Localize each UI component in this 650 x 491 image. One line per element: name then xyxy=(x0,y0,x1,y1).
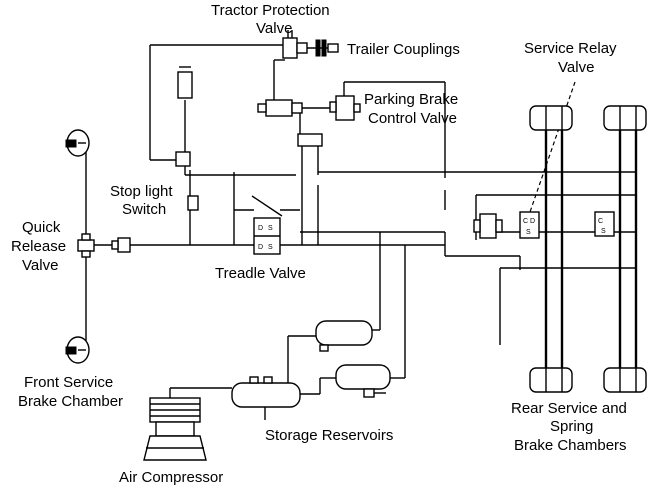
stop-light-switch-assembly xyxy=(175,66,199,211)
relay-port-s: S xyxy=(526,229,531,236)
air-compressor xyxy=(143,397,207,461)
reservoir-upper xyxy=(315,320,373,352)
treadle-valve-label: Treadle Valve xyxy=(215,265,306,282)
tractor-protection-valve xyxy=(282,37,339,59)
double-check-valve xyxy=(297,133,323,147)
rear-brake-chamber-bottom-left xyxy=(529,367,573,393)
service-relay-valve-label-2: Valve xyxy=(558,59,594,76)
rear-service-spring-brake-chambers-label-3: Brake Chambers xyxy=(514,437,627,454)
quick-release-valve-label-2: Release xyxy=(11,238,66,255)
relay-port-c: C xyxy=(523,218,528,225)
quick-release-valve-label-3: Valve xyxy=(22,257,58,274)
secondary-relay-valve: C S xyxy=(594,211,615,237)
service-relay-valve: C D S xyxy=(519,211,540,239)
treadle-port-s-2: S xyxy=(268,244,273,251)
parking-brake-control-valve xyxy=(329,95,361,121)
relay2-port-c: C xyxy=(598,218,603,225)
reservoir-middle xyxy=(335,364,391,398)
front-service-brake-chamber-label-2: Brake Chamber xyxy=(18,393,123,410)
parking-brake-control-valve-label-1: Parking Brake xyxy=(364,91,458,108)
spring-brake-relay-valve xyxy=(473,213,503,239)
rear-brake-chamber-top-right xyxy=(603,105,647,131)
front-check-valve xyxy=(111,237,131,253)
treadle-port-d-2: D xyxy=(258,244,263,251)
trailer-supply-valve xyxy=(257,99,303,117)
air-lines xyxy=(85,44,638,420)
front-brake-chamber-bottom xyxy=(65,336,90,364)
rear-brake-chamber-top-left xyxy=(529,105,573,131)
front-brake-chamber-top xyxy=(65,129,90,157)
relay2-port-s: S xyxy=(601,228,606,235)
rear-brake-chamber-bottom-right xyxy=(603,367,647,393)
stop-light-switch-label-1: Stop light xyxy=(110,183,173,200)
tractor-protection-valve-label-1: Tractor Protection xyxy=(211,2,330,19)
reservoir-lower xyxy=(231,376,301,408)
air-compressor-label: Air Compressor xyxy=(119,469,223,486)
quick-release-valve-label-1: Quick xyxy=(22,219,61,236)
relay-port-d: D xyxy=(530,218,535,225)
trailer-couplings-label: Trailer Couplings xyxy=(347,41,460,58)
labels: Tractor Protection Valve Trailer Couplin… xyxy=(11,2,627,486)
quick-release-valve xyxy=(77,233,95,258)
storage-reservoirs-label: Storage Reservoirs xyxy=(265,427,393,444)
treadle-valve: D S D S xyxy=(253,217,281,255)
tractor-protection-valve-label-2: Valve xyxy=(256,20,292,37)
rear-service-spring-brake-chambers-label-2: Spring xyxy=(550,418,593,435)
treadle-port-s-1: S xyxy=(268,225,273,232)
service-relay-valve-label-1: Service Relay xyxy=(524,40,617,57)
front-service-brake-chamber-label-1: Front Service xyxy=(24,374,113,391)
treadle-port-d-1: D xyxy=(258,225,263,232)
trailer-coupling-stem xyxy=(287,30,293,38)
rear-service-spring-brake-chambers-label-1: Rear Service and xyxy=(511,400,627,417)
parking-brake-control-valve-label-2: Control Valve xyxy=(368,110,457,127)
stop-light-switch-label-2: Switch xyxy=(122,201,166,218)
